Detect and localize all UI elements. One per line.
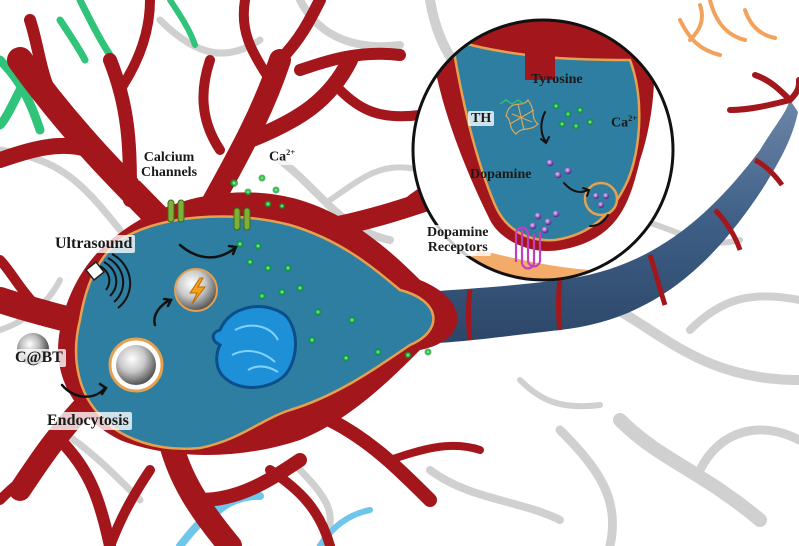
tyrosine-label: Tyrosine <box>531 72 583 87</box>
dopamine-receptors-line2: Receptors <box>427 240 488 256</box>
calcium-ion-label: Ca2+ <box>266 148 299 166</box>
inset-calcium-label: Ca2+ <box>608 114 640 131</box>
calcium-ion-charge: 2+ <box>286 148 296 157</box>
calcium-channel-1 <box>167 199 185 223</box>
synapse-inset <box>411 18 675 282</box>
activated-particle <box>174 268 218 312</box>
dopamine-label: Dopamine <box>470 167 532 182</box>
inset-calcium-charge: 2+ <box>628 114 638 123</box>
calcium-channels-line1: Calcium <box>143 150 195 165</box>
dopamine-receptors-line1: Dopamine <box>427 225 489 240</box>
endocytosis-label: Endocytosis <box>44 412 132 430</box>
ultrasound-label: Ultrasound <box>52 235 136 253</box>
cbt-label: C@BT <box>12 349 66 367</box>
endocytic-vesicle <box>108 337 164 393</box>
dopamine-receptor <box>514 226 542 270</box>
th-label: TH <box>468 111 495 127</box>
calcium-channels-line2: Channels <box>141 165 198 181</box>
calcium-ion-base: Ca <box>269 149 287 165</box>
flow-arrows <box>60 243 238 398</box>
ultrasound-transducer <box>84 253 132 309</box>
inset-calcium-base: Ca <box>611 115 629 131</box>
dopamine-receptors-label: Dopamine Receptors <box>424 225 492 256</box>
nucleus <box>211 305 297 389</box>
calcium-channels-label: Calcium Channels <box>138 150 201 181</box>
calcium-channel-2 <box>233 207 251 231</box>
calcium-ions <box>230 174 432 362</box>
